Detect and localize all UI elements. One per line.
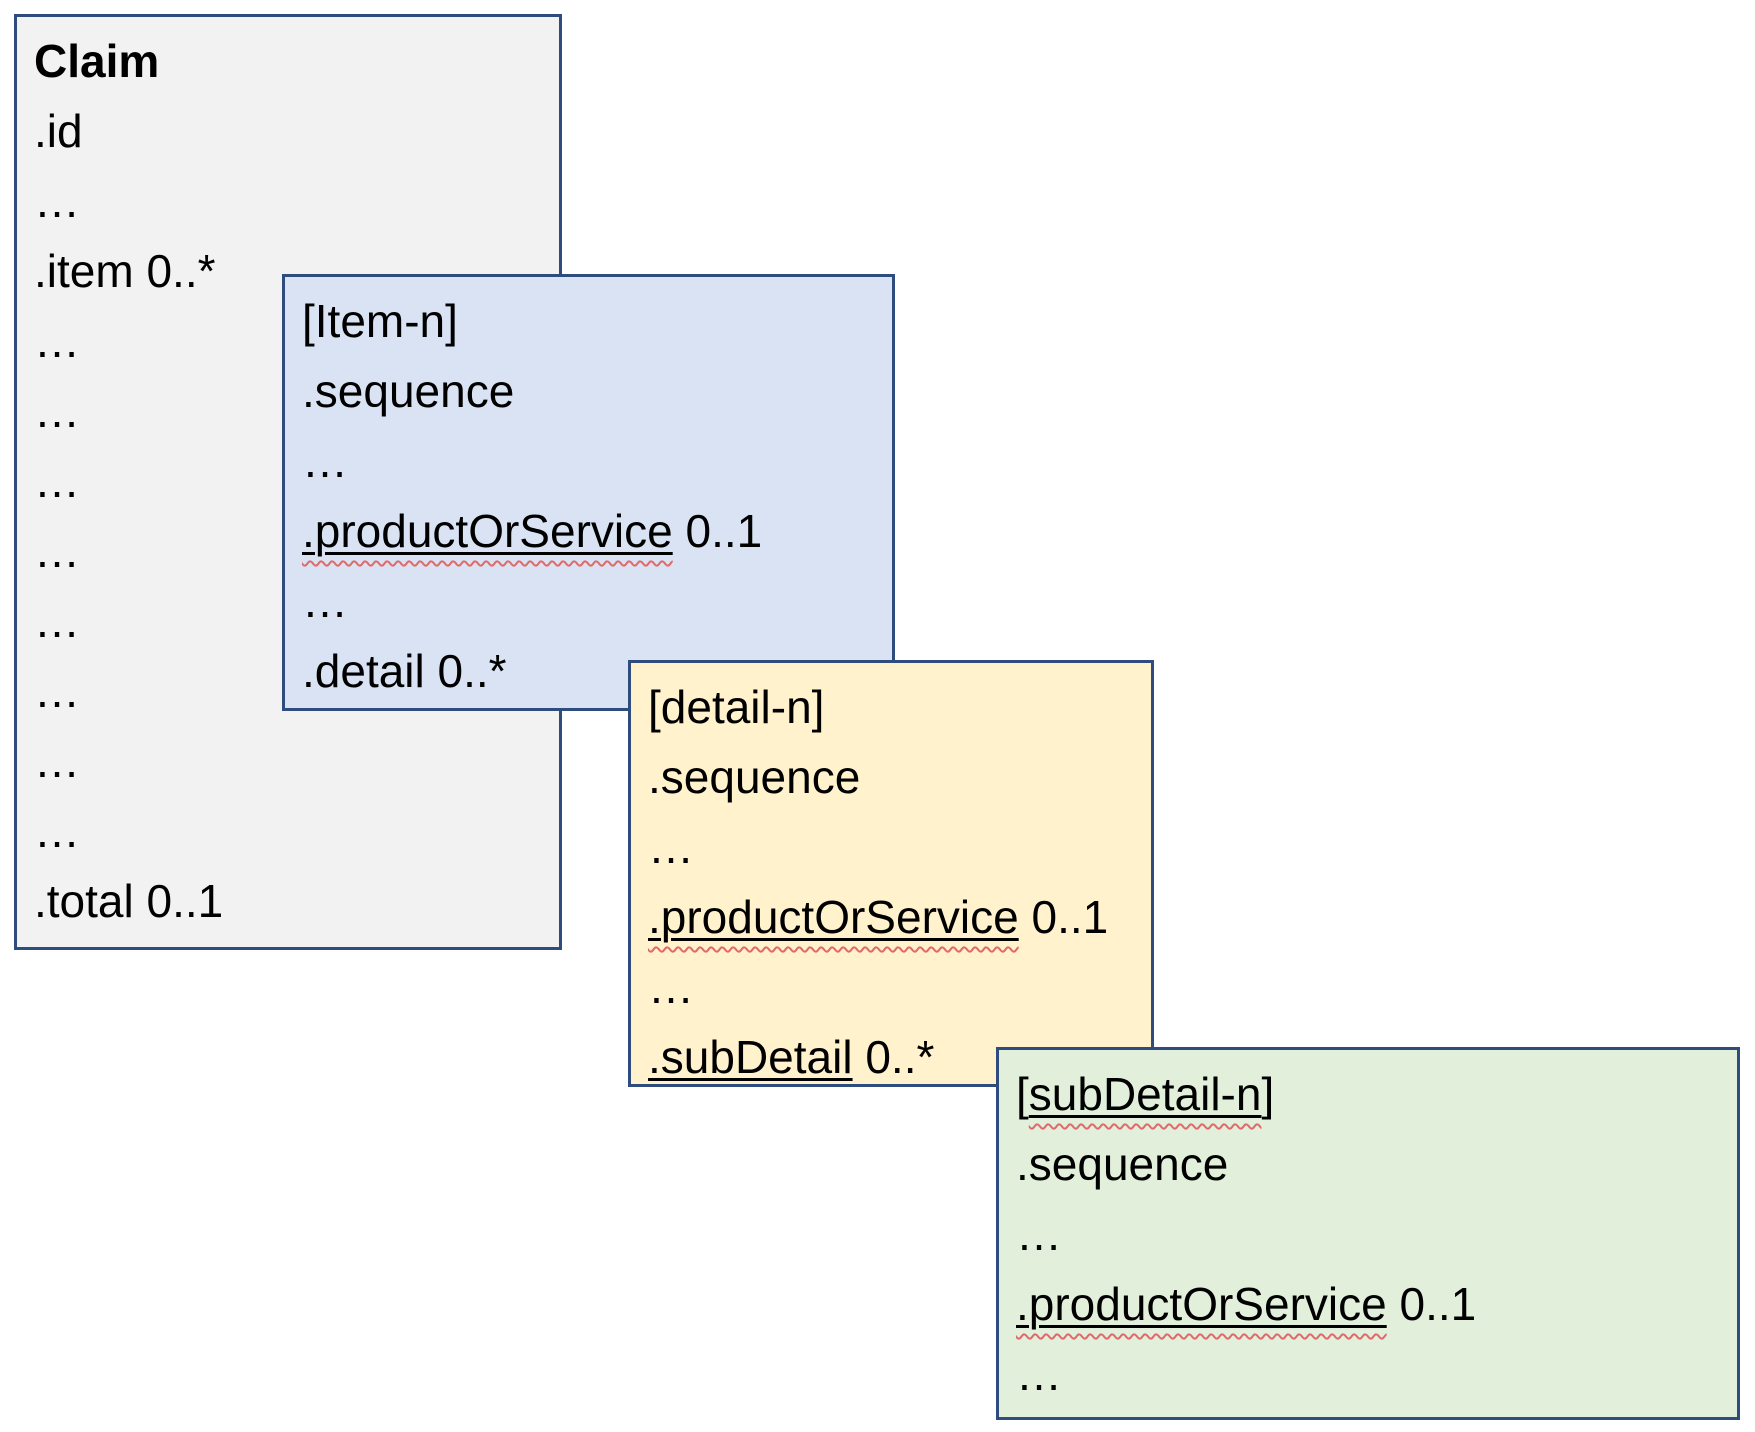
token-text: subDetail-n <box>1028 1068 1262 1120</box>
item-field-line: .productOrService 0..1 <box>302 496 874 566</box>
token-text: … <box>648 821 694 873</box>
claim-field-line: … <box>34 446 541 516</box>
detail-field-line: .subDetail 0..* <box>648 1022 1133 1084</box>
token-text: .sequence <box>302 365 515 417</box>
detail-field-line: .productOrService 0..1 <box>648 882 1133 952</box>
token-text: … <box>34 455 80 507</box>
item-field-line: … <box>302 566 874 636</box>
token-text: .subDetail <box>648 1031 853 1083</box>
subdetail-field-line: … <box>1016 1199 1719 1269</box>
token-text: … <box>34 805 80 857</box>
subdetail-field-line: … <box>1016 1339 1719 1409</box>
token-text: .sequence <box>1016 1138 1229 1190</box>
claim-field-line: … <box>34 656 541 726</box>
token-text: … <box>34 665 80 717</box>
claim-field-line: … <box>34 726 541 796</box>
misspelled-underlined-token: .productOrService <box>1016 1278 1387 1330</box>
token-text: .total 0..1 <box>34 875 224 927</box>
token-text: … <box>302 575 348 627</box>
item-field-line: … <box>302 426 874 496</box>
token-text: … <box>34 175 80 227</box>
misspelled-underlined-token: .productOrService <box>648 891 1019 943</box>
token-text: 0..1 <box>1018 891 1109 943</box>
token-text: [Item-n] <box>302 295 458 347</box>
claim-field-line: .id <box>34 96 541 166</box>
token-text: … <box>34 315 80 367</box>
misspelled-underlined-token: subDetail-n <box>1029 1068 1262 1120</box>
item-field-line: .detail 0..* <box>302 636 874 706</box>
token-text: ] <box>1261 1068 1275 1120</box>
token-text: … <box>1016 1208 1062 1260</box>
token-text: .productOrService <box>302 505 673 557</box>
token-text: .productOrService <box>648 891 1019 943</box>
detail-field-line: … <box>648 952 1133 1022</box>
claim-field-line: … <box>34 376 541 446</box>
token-text: … <box>1016 1348 1062 1400</box>
token-text: .sequence <box>648 751 861 803</box>
token-text: .id <box>34 105 83 157</box>
misspelled-underlined-token: .subDetail <box>648 1031 853 1083</box>
token-text: … <box>302 435 348 487</box>
claim-title: Claim <box>34 26 541 96</box>
token-text: [ <box>1016 1068 1029 1120</box>
token-text: … <box>34 385 80 437</box>
claim-field-line: … <box>34 166 541 236</box>
claim-field-line: .item 0..* <box>34 236 541 306</box>
token-text: … <box>648 961 694 1013</box>
claim-field-line: .total 0..1 <box>34 866 541 936</box>
subdetail-title: [subDetail-n] <box>1016 1059 1719 1129</box>
item-title: [Item-n] <box>302 286 874 356</box>
claim-field-line: … <box>34 586 541 656</box>
token-text: 0..* <box>852 1031 935 1083</box>
claim-field-line: … <box>34 306 541 376</box>
item-box: [Item-n] .sequence … .productOrService 0..1… <box>282 274 895 711</box>
token-text: .detail 0..* <box>302 645 507 697</box>
token-text: .productOrService <box>1016 1278 1387 1330</box>
detail-title: [detail-n] <box>648 672 1133 742</box>
token-text: … <box>34 735 80 787</box>
token-text: 0..1 <box>1386 1278 1477 1330</box>
subdetail-box: [subDetail-n] .sequence … .productOrService… <box>996 1047 1740 1420</box>
token-text: [detail-n] <box>648 681 825 733</box>
claim-field-line: … <box>34 516 541 586</box>
token-text: … <box>34 595 80 647</box>
claim-field-line: … <box>34 796 541 866</box>
token-text: Claim <box>34 35 160 87</box>
subdetail-field-line: .sequence <box>1016 1129 1719 1199</box>
detail-field-line: … <box>648 812 1133 882</box>
token-text: … <box>34 525 80 577</box>
misspelled-underlined-token: .productOrService <box>302 505 673 557</box>
detail-field-line: .sequence <box>648 742 1133 812</box>
subdetail-field-line: .productOrService 0..1 <box>1016 1269 1719 1339</box>
token-text: .item 0..* <box>34 245 216 297</box>
item-field-line: .sequence <box>302 356 874 426</box>
token-text: 0..1 <box>672 505 763 557</box>
detail-box: [detail-n] .sequence … .productOrService 0.… <box>628 660 1154 1087</box>
